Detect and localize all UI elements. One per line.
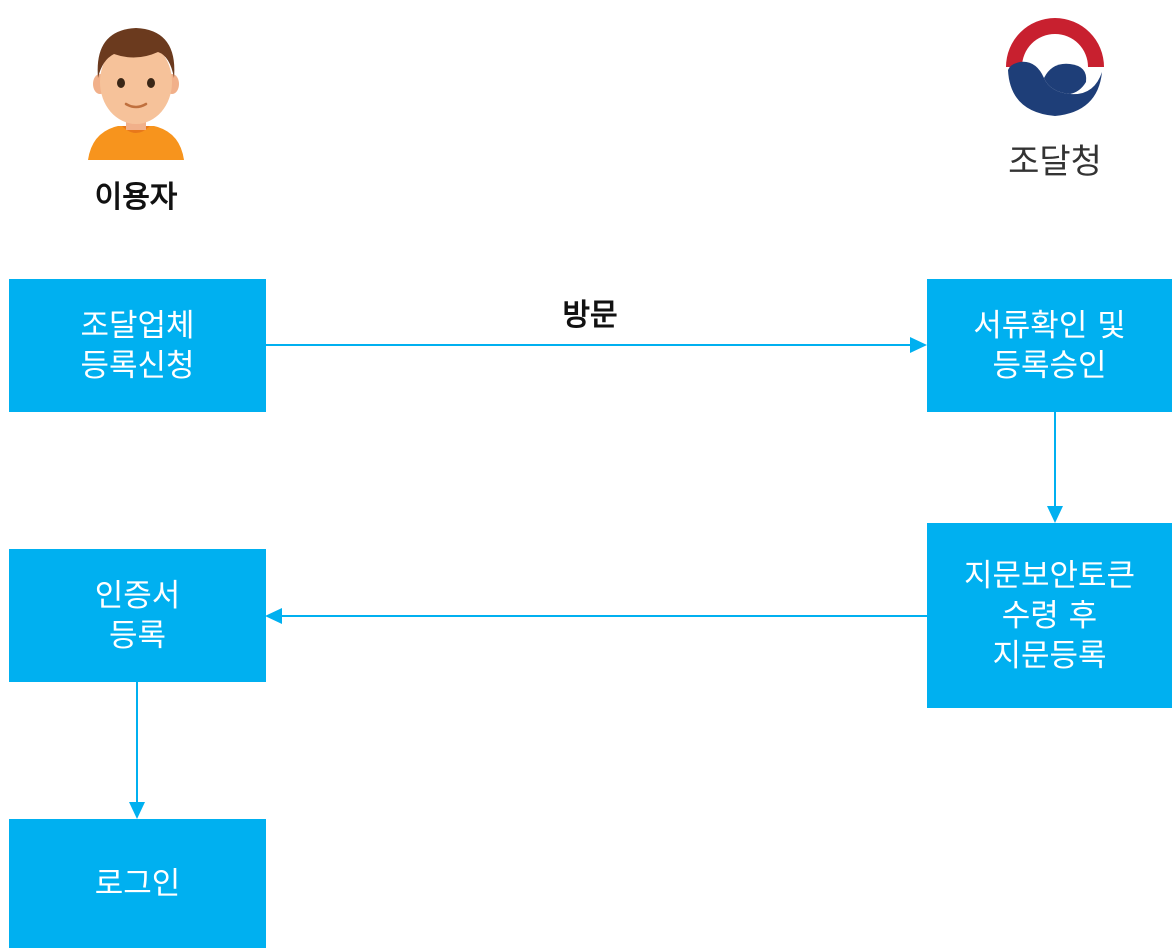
arrowhead-check-to-fingerprint <box>1047 506 1063 523</box>
step-register-request-line2: 등록신청 <box>80 347 195 384</box>
government-taegeuk-logo-icon <box>1003 15 1107 119</box>
arrowhead-register-to-check <box>910 337 927 353</box>
step-doc-check-line1: 서류확인 및 <box>973 307 1126 344</box>
arrowhead-fingerprint-to-cert <box>265 608 282 624</box>
visit-edge-label: 방문 <box>562 298 618 333</box>
step-cert-register: 인증서 등록 <box>9 549 266 682</box>
step-register-request: 조달업체 등록신청 <box>9 279 266 412</box>
user-label: 이용자 <box>94 180 178 215</box>
step-fingerprint: 지문보안토큰 수령 후 지문등록 <box>927 523 1172 708</box>
step-doc-check-line2: 등록승인 <box>992 347 1107 384</box>
step-login-line1: 로그인 <box>94 865 181 902</box>
org-label: 조달청 <box>1008 142 1102 182</box>
step-fingerprint-line1: 지문보안토큰 <box>963 557 1136 594</box>
user-avatar-icon <box>88 28 184 160</box>
step-cert-register-line1: 인증서 <box>94 577 181 614</box>
step-fingerprint-line2: 수령 후 <box>1001 597 1098 634</box>
step-doc-check: 서류확인 및 등록승인 <box>927 279 1172 412</box>
step-cert-register-line2: 등록 <box>108 617 167 654</box>
arrowhead-cert-to-login <box>129 802 145 819</box>
step-login: 로그인 <box>9 819 266 948</box>
step-register-request-line1: 조달업체 <box>80 307 195 344</box>
step-fingerprint-line3: 지문등록 <box>992 637 1107 674</box>
